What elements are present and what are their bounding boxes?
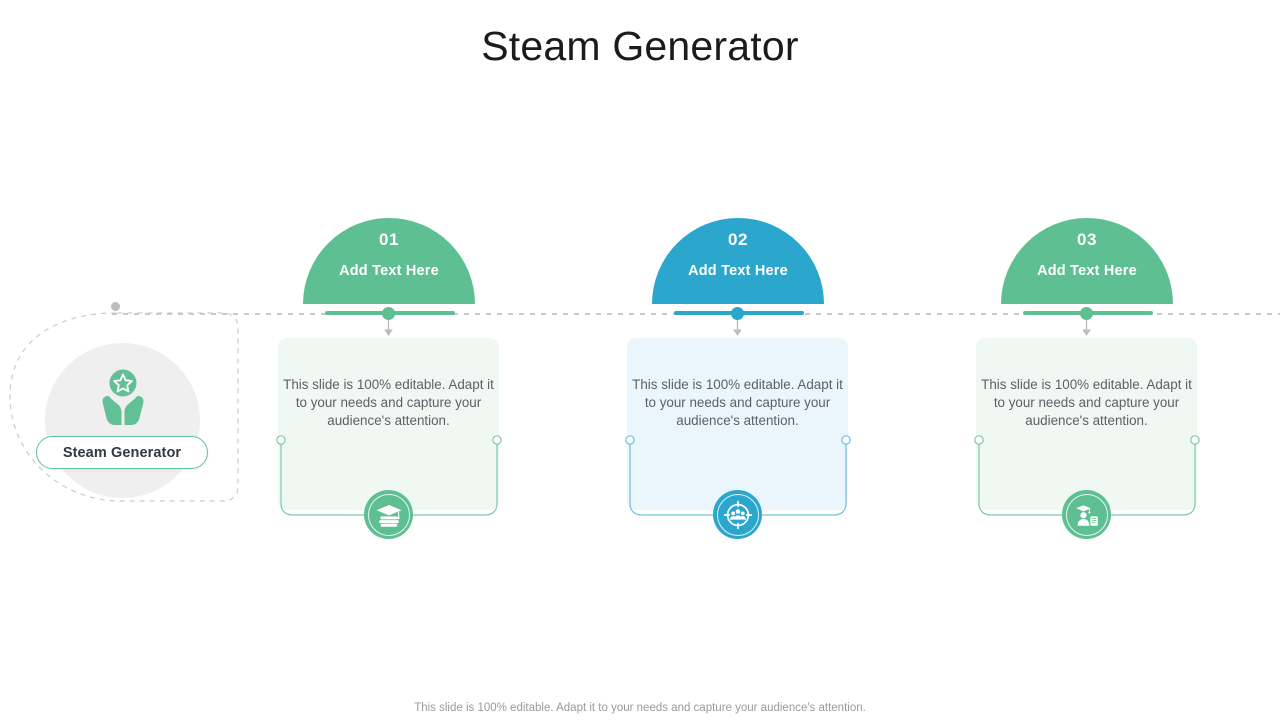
down-arrow-icon-1 [384, 320, 393, 336]
step-icon-badge-1[interactable] [364, 490, 413, 539]
badge-inner-ring-1 [367, 493, 410, 536]
step-body-text-1: This slide is 100% editable. Adapt it to… [283, 377, 494, 428]
step-number-2: 02 [727, 230, 749, 249]
step-body-text-2: This slide is 100% editable. Adapt it to… [632, 377, 843, 428]
step-icon-badge-2[interactable] [713, 490, 762, 539]
step-number-3: 03 [1076, 230, 1098, 249]
step-heading-1: Add Text Here [339, 263, 439, 279]
step-node-dot-2[interactable] [731, 307, 744, 320]
step-icon-badge-3[interactable] [1062, 490, 1111, 539]
frame-corner-dot [111, 302, 120, 311]
step-node-dot-1[interactable] [382, 307, 395, 320]
left-badge-label: Steam Generator [62, 444, 182, 461]
step-node-dot-3[interactable] [1080, 307, 1093, 320]
hands-holding-star-icon [102, 369, 144, 425]
badge-inner-ring-3 [1065, 493, 1108, 536]
step-heading-3: Add Text Here [1037, 263, 1137, 279]
step-dome-1[interactable]: 01 Add Text Here [303, 218, 475, 304]
step-number-1: 01 [378, 230, 400, 249]
step-heading-2: Add Text Here [688, 263, 788, 279]
step-column-2: 02 Add Text Here This slide is 100% edit… [618, 0, 858, 720]
step-dome-2[interactable]: 02 Add Text Here [652, 218, 824, 304]
target-people-group-icon [723, 500, 752, 529]
graduate-student-desk-icon [1075, 504, 1098, 526]
down-arrow-icon-3 [1082, 320, 1091, 336]
step-body-text-3: This slide is 100% editable. Adapt it to… [981, 377, 1192, 428]
left-badge-circle [45, 343, 200, 498]
step-dome-3[interactable]: 03 Add Text Here [1001, 218, 1173, 304]
down-arrow-icon-2 [733, 320, 742, 336]
graduation-cap-books-icon [376, 504, 401, 527]
step-column-1: 01 Add Text Here This slide is 100% edit… [269, 0, 509, 720]
left-badge-pill[interactable]: Steam Generator [36, 436, 208, 469]
badge-inner-ring-2 [716, 493, 759, 536]
slide-footer-note: This slide is 100% editable. Adapt it to… [414, 702, 866, 714]
page-title: Steam Generator [481, 23, 799, 69]
step-column-3: 03 Add Text Here This slide is 100% edit… [967, 0, 1207, 720]
